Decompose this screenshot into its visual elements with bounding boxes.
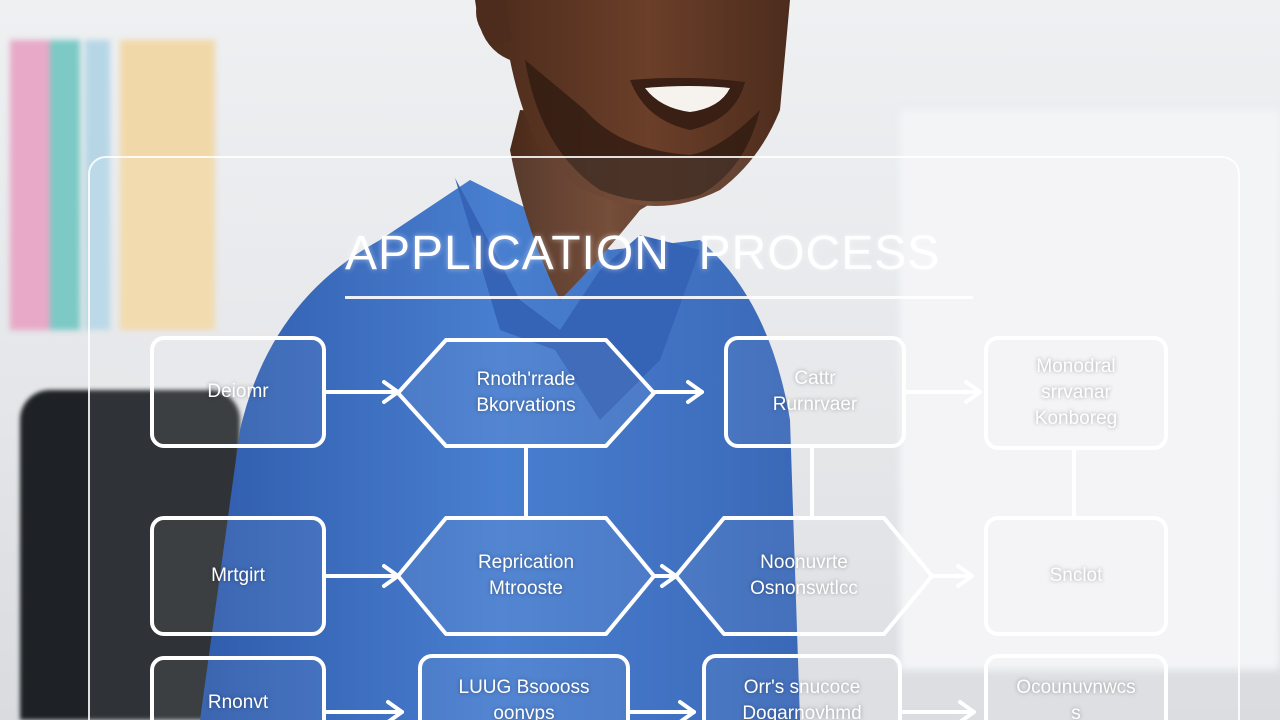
flow-node-hexagon	[396, 338, 656, 448]
flow-node-text: Cattr	[794, 368, 836, 389]
hologram-panel	[88, 156, 1240, 720]
flow-node-label: LUUG Bsoooss oonvps	[420, 675, 628, 720]
flow-node-text: LUUG Bsoooss	[458, 677, 590, 698]
flow-node-hexagon	[674, 516, 934, 636]
diagram-title: APPLICATION PROCESS	[345, 227, 941, 280]
flow-node-text: Ocounuvnwcs	[1016, 677, 1136, 698]
flow-node-text: Noonuvrte	[760, 552, 848, 573]
flow-node-label: Mrtgirt	[152, 563, 324, 589]
flow-node-text: Orr's snucoce	[743, 677, 861, 698]
flow-node-box	[150, 516, 326, 636]
flow-node-text: Osnonswtlcc	[750, 578, 858, 599]
flow-node-text: Monodral	[1036, 356, 1116, 377]
flow-node-text: Reprication	[477, 552, 575, 573]
flow-node-text: srrvanar	[1041, 382, 1111, 403]
flow-node-text: Doqarnovhmd	[742, 703, 862, 720]
flow-node-box	[150, 656, 326, 720]
flow-node-text: Deiomr	[207, 381, 269, 402]
arrowhead	[686, 380, 704, 404]
title-underline	[345, 296, 973, 299]
arrowhead	[964, 380, 982, 404]
flow-node-text: Mtrooste	[489, 578, 563, 599]
arrowhead	[678, 700, 696, 720]
flow-node-box	[984, 336, 1168, 450]
flow-node-text: Rnonvt	[207, 692, 269, 713]
flow-node-text: s	[1071, 703, 1081, 720]
flow-node-hexagon	[396, 516, 656, 636]
flow-node-text: oonvps	[493, 703, 555, 720]
flow-node-text: Mrtgirt	[211, 565, 265, 586]
flow-node-box	[418, 654, 630, 720]
flow-node-box	[702, 654, 902, 720]
arrowhead	[386, 700, 404, 720]
flow-node-label: Deiomr	[152, 379, 324, 405]
flow-node-text: Snclot	[1049, 565, 1103, 586]
flow-node-text: Rurnrvaer	[772, 394, 858, 415]
flow-node-text: Rnoth'rrade	[476, 369, 576, 390]
flow-node-label: Snclot	[986, 563, 1166, 589]
flow-node-text: Konboreg	[1034, 408, 1118, 429]
flow-node-box	[984, 516, 1168, 636]
flow-node-label: Ocounuvnwcs s	[986, 675, 1166, 720]
flow-node-box	[984, 654, 1168, 720]
flow-node-box	[150, 336, 326, 448]
flow-node-label: Rnonvt	[152, 690, 324, 716]
arrowhead	[958, 700, 976, 720]
flow-node-box	[724, 336, 906, 448]
bulletin-board	[10, 40, 220, 330]
arrowhead	[956, 564, 974, 588]
flow-node-text: Bkorvations	[476, 395, 576, 416]
